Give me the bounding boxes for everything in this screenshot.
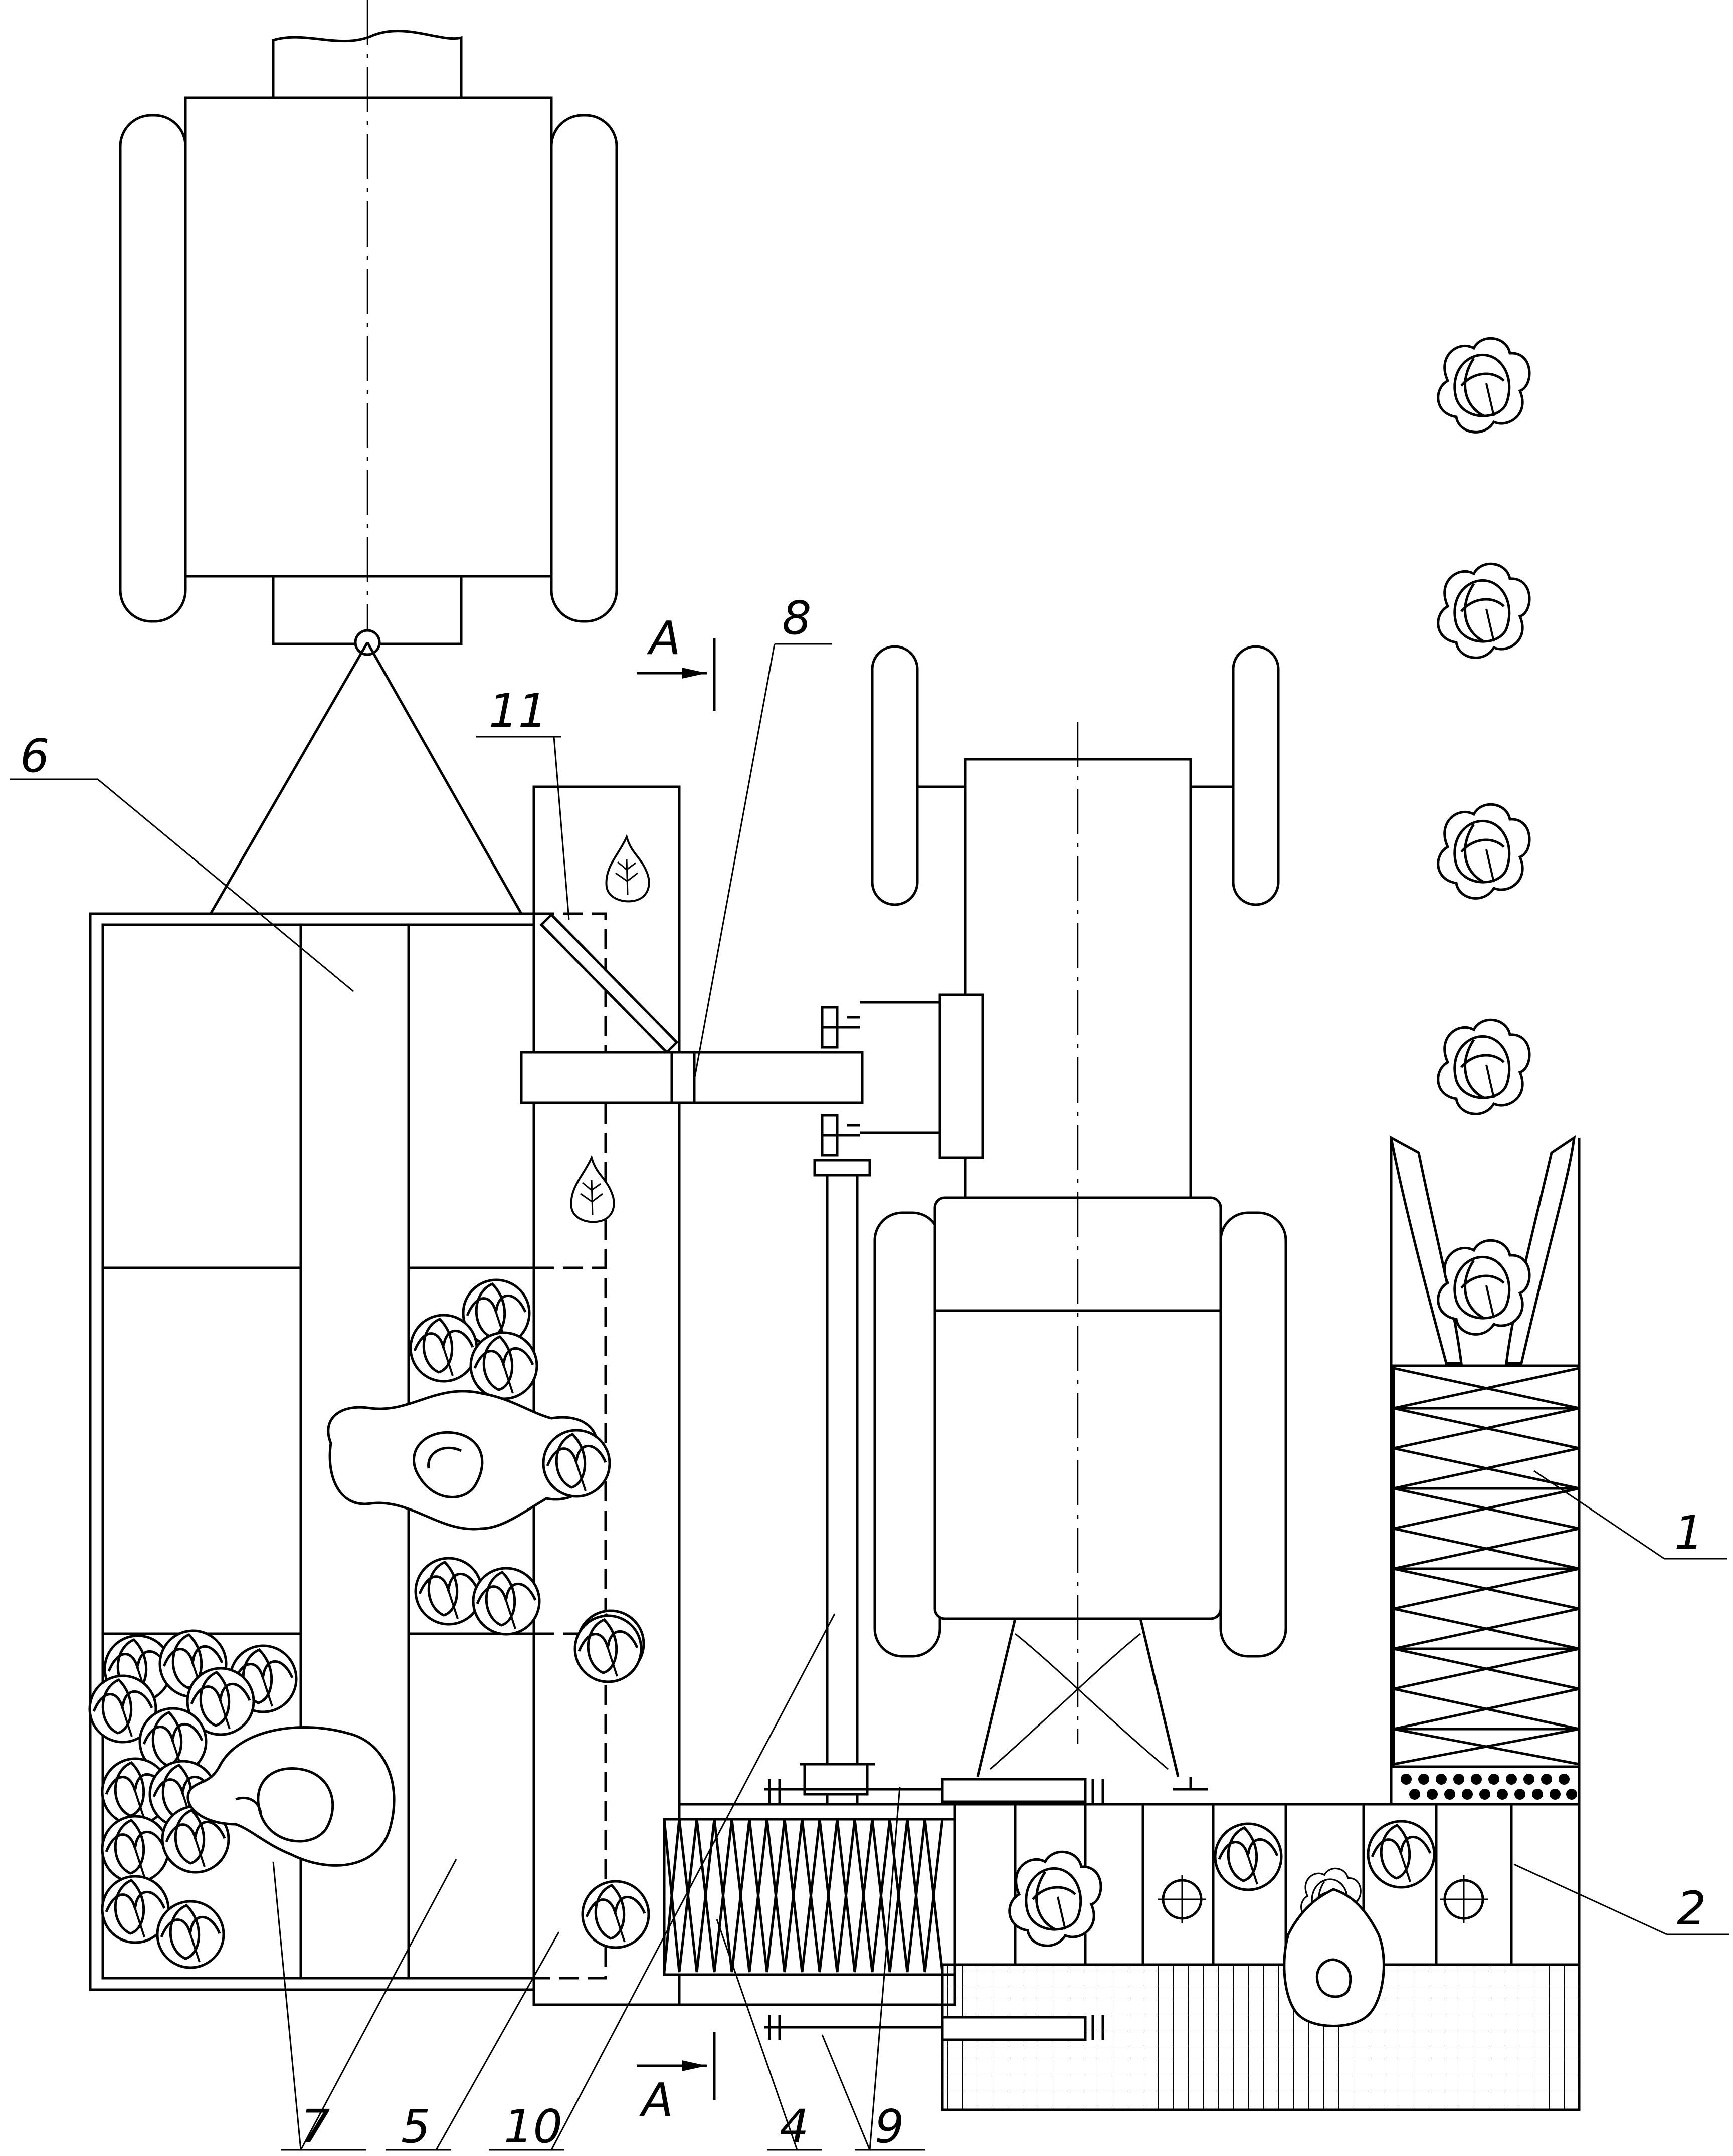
callout-labels: 6 11 8 1 2 7 5 10 4 9	[20, 591, 1706, 2153]
callout-11: 11	[489, 684, 547, 738]
worker-figure	[186, 1726, 396, 1867]
drawbar	[209, 641, 523, 915]
callout-8: 8	[782, 591, 812, 645]
worker-figure	[1283, 1888, 1385, 2027]
transmission-upper	[764, 1778, 1104, 1804]
field-cabbage-icon	[1438, 338, 1529, 1334]
deflector-plate	[539, 913, 679, 1054]
worker-figure	[327, 1390, 610, 1531]
section-label-top: A	[647, 611, 681, 665]
callout-2: 2	[1677, 1882, 1706, 1935]
transmission-lower	[764, 2015, 1104, 2041]
callout-5: 5	[401, 2100, 431, 2153]
section-marker-top: A	[637, 611, 716, 711]
callout-1: 1	[1674, 1506, 1704, 1560]
transfer-beam	[520, 1051, 864, 1104]
section-label-bottom: A	[639, 2073, 673, 2127]
callout-7: 7	[301, 2100, 330, 2153]
callout-9: 9	[875, 2100, 904, 2153]
loading-elevator	[1389, 1135, 1581, 1804]
towing-tractor	[119, 0, 618, 656]
callout-10: 10	[504, 2100, 562, 2153]
roller-conveyor	[663, 1803, 956, 2006]
section-marker-bottom: A	[637, 2032, 716, 2127]
harvester-tractor	[871, 645, 1287, 1791]
leader-lines	[10, 643, 1729, 2151]
callout-4: 4	[780, 2100, 809, 2153]
callout-6: 6	[20, 729, 50, 783]
